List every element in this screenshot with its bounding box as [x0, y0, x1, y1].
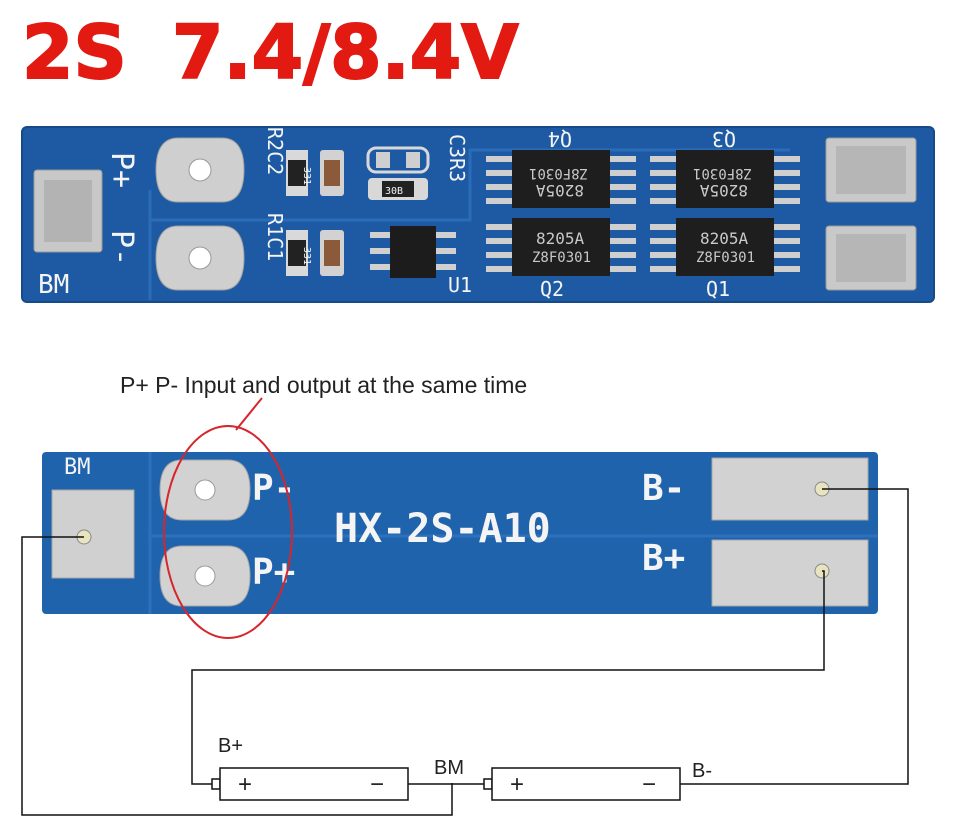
bottom-p-minus-pad [159, 459, 251, 521]
cell1-plus-symbol: + [238, 771, 252, 798]
mosfet-q3: Z8F0301 8205A [650, 150, 800, 208]
bm-wire [21, 536, 453, 816]
b-plus-wire [191, 570, 825, 785]
board-model: HX-2S-A10 [334, 506, 551, 552]
bottom-p-minus-label: P- [252, 468, 295, 509]
svg-text:8205A: 8205A [700, 229, 749, 248]
cell2-plus-symbol: + [510, 771, 524, 798]
top-p-plus-label: P+ [104, 152, 139, 188]
cell2-minus-symbol: − [642, 771, 656, 798]
top-q1-label: Q1 [706, 277, 730, 301]
wiring-b-plus-label: B+ [218, 735, 243, 757]
mosfet-q2: 8205A Z8F0301 [486, 218, 636, 276]
battery-cell-2: + − [483, 767, 681, 801]
wiring-b-minus-label: B- [692, 760, 712, 782]
top-b-plus-pad [825, 137, 917, 203]
top-r1c1-label: R1C1 [263, 213, 287, 261]
bottom-pcb-board: BM P- P+ HX-2S-A10 B- B+ [42, 425, 878, 639]
resistor-r1: 331 [286, 230, 312, 276]
top-r2c2-label: R2C2 [263, 127, 287, 175]
mosfet-q4: Z8F0301 8205A [486, 150, 636, 208]
top-p-minus-label: P- [104, 230, 139, 266]
svg-text:8205A: 8205A [535, 181, 584, 200]
bottom-b-plus-label: B+ [642, 538, 685, 579]
io-note-pointer [235, 397, 263, 431]
title-cells: 2S [22, 10, 127, 96]
wiring-diagram [21, 488, 909, 816]
top-p-plus-pad [155, 137, 245, 203]
bottom-p-plus-label: P+ [252, 552, 295, 593]
svg-text:Z8F0301: Z8F0301 [693, 165, 752, 181]
resistor-r2: 331 [286, 150, 312, 196]
bottom-p-plus-pad [159, 545, 251, 607]
svg-text:331: 331 [301, 167, 312, 185]
title-voltage: 7.4/8.4V [172, 10, 518, 96]
bottom-b-minus-label: B- [642, 468, 685, 509]
mosfet-q1: 8205A Z8F0301 [650, 218, 800, 276]
wiring-bm-label: BM [434, 757, 464, 779]
bottom-b-plus-pad [711, 539, 869, 607]
capacitor-c3 [366, 146, 430, 174]
svg-text:8205A: 8205A [699, 181, 748, 200]
top-q2-label: Q2 [540, 277, 564, 301]
svg-text:30B: 30B [385, 186, 403, 197]
svg-text:Z8F0301: Z8F0301 [532, 250, 591, 266]
svg-text:331: 331 [301, 247, 312, 265]
bottom-bm-label: BM [64, 455, 91, 480]
svg-text:8205A: 8205A [536, 229, 585, 248]
top-u1-label: U1 [448, 273, 472, 297]
p-pads-highlight-ellipse [163, 425, 293, 639]
svg-text:Z8F0301: Z8F0301 [696, 250, 755, 266]
cell1-minus-symbol: − [370, 771, 384, 798]
top-pcb-board: BM P+ P- R2C2 R1C1 331 331 [21, 126, 935, 303]
top-b-minus-pad [825, 225, 917, 291]
top-q4-label: Q4 [548, 127, 572, 151]
capacitor-c1 [320, 230, 344, 276]
ic-u1 [370, 226, 456, 278]
capacitor-c2 [320, 150, 344, 196]
top-bm-label: BM [38, 270, 69, 300]
b-minus-wire [680, 488, 909, 785]
top-c3r3-label: C3R3 [445, 134, 469, 182]
bottom-bm-pad [51, 489, 135, 579]
top-p-minus-pad [155, 225, 245, 291]
io-note: P+ P- Input and output at the same time [120, 372, 527, 398]
svg-text:Z8F0301: Z8F0301 [529, 165, 588, 181]
resistor-r3: 30B [368, 178, 428, 200]
battery-cell-1: + − [211, 767, 409, 801]
top-q3-label: Q3 [712, 127, 736, 151]
